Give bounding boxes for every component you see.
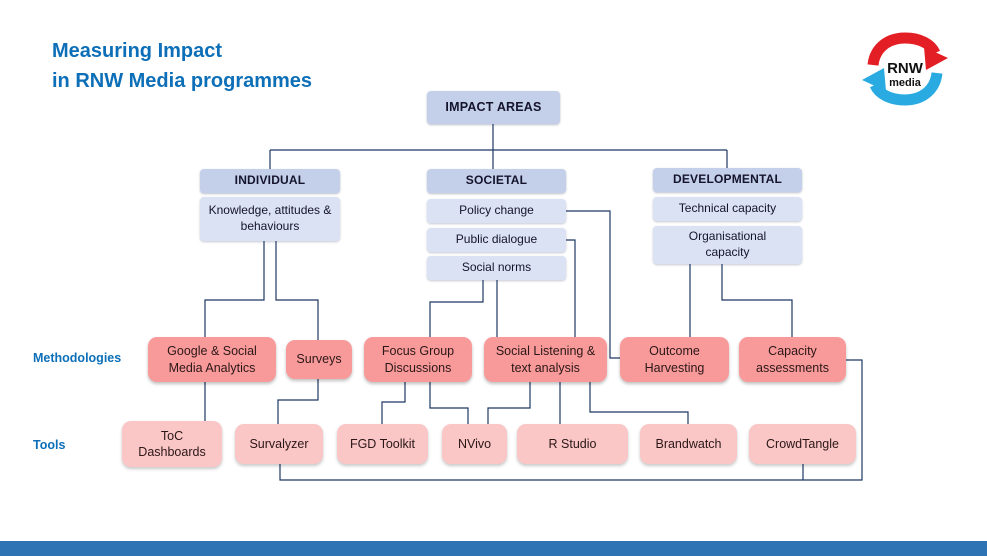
logo-text-media: media	[889, 77, 922, 89]
logo-red-arrow	[867, 32, 941, 67]
node-google-social-media-analytics: Google & Social Media Analytics	[148, 337, 276, 382]
node-focus-group-discussions: Focus Group Discussions	[364, 337, 472, 382]
node-policy-change: Policy change	[427, 199, 566, 223]
logo-blue-arrowhead	[862, 68, 886, 91]
node-nvivo: NVivo	[442, 424, 507, 464]
slide-title-line2: in RNW Media programmes	[52, 70, 313, 92]
methodologies-row-label: Methodologies	[33, 351, 122, 365]
node-societal: SOCIETAL	[427, 169, 566, 193]
node-outcome-harvesting: Outcome Harvesting	[620, 337, 729, 382]
rnw-media-logo-graphic: RNW media	[862, 32, 948, 106]
node-survalyzer: Survalyzer	[235, 424, 323, 464]
node-social-listening: Social Listening & text analysis	[484, 337, 607, 382]
node-toc-dashboards: ToC Dashboards	[122, 421, 222, 467]
node-fgd-toolkit: FGD Toolkit	[337, 424, 428, 464]
footer-bar	[0, 541, 987, 556]
logo-blue-arrow	[869, 71, 943, 106]
node-public-dialogue: Public dialogue	[427, 228, 566, 252]
node-developmental: DEVELOPMENTAL	[653, 168, 802, 192]
logo-text-rnw: RNW	[887, 60, 924, 77]
tools-row-label: Tools	[33, 438, 66, 452]
node-crowdtangle: CrowdTangle	[749, 424, 856, 464]
node-r-studio: R Studio	[517, 424, 628, 464]
node-brandwatch: Brandwatch	[640, 424, 737, 464]
node-capacity-assessments: Capacity assessments	[739, 337, 846, 382]
slide-title: Measuring Impact in RNW Media programmes	[52, 36, 312, 96]
node-organisational-capacity: Organisational capacity	[653, 226, 802, 264]
node-surveys: Surveys	[286, 340, 352, 379]
node-technical-capacity: Technical capacity	[653, 197, 802, 221]
rnw-media-logo: RNW media	[860, 26, 950, 112]
node-social-norms: Social norms	[427, 256, 566, 280]
node-knowledge-attitudes: Knowledge, attitudes & behaviours	[200, 197, 340, 241]
node-individual: INDIVIDUAL	[200, 169, 340, 193]
node-impact-areas: IMPACT AREAS	[427, 91, 560, 124]
slide-title-line1: Measuring Impact	[52, 40, 223, 62]
logo-red-arrowhead	[924, 47, 948, 70]
